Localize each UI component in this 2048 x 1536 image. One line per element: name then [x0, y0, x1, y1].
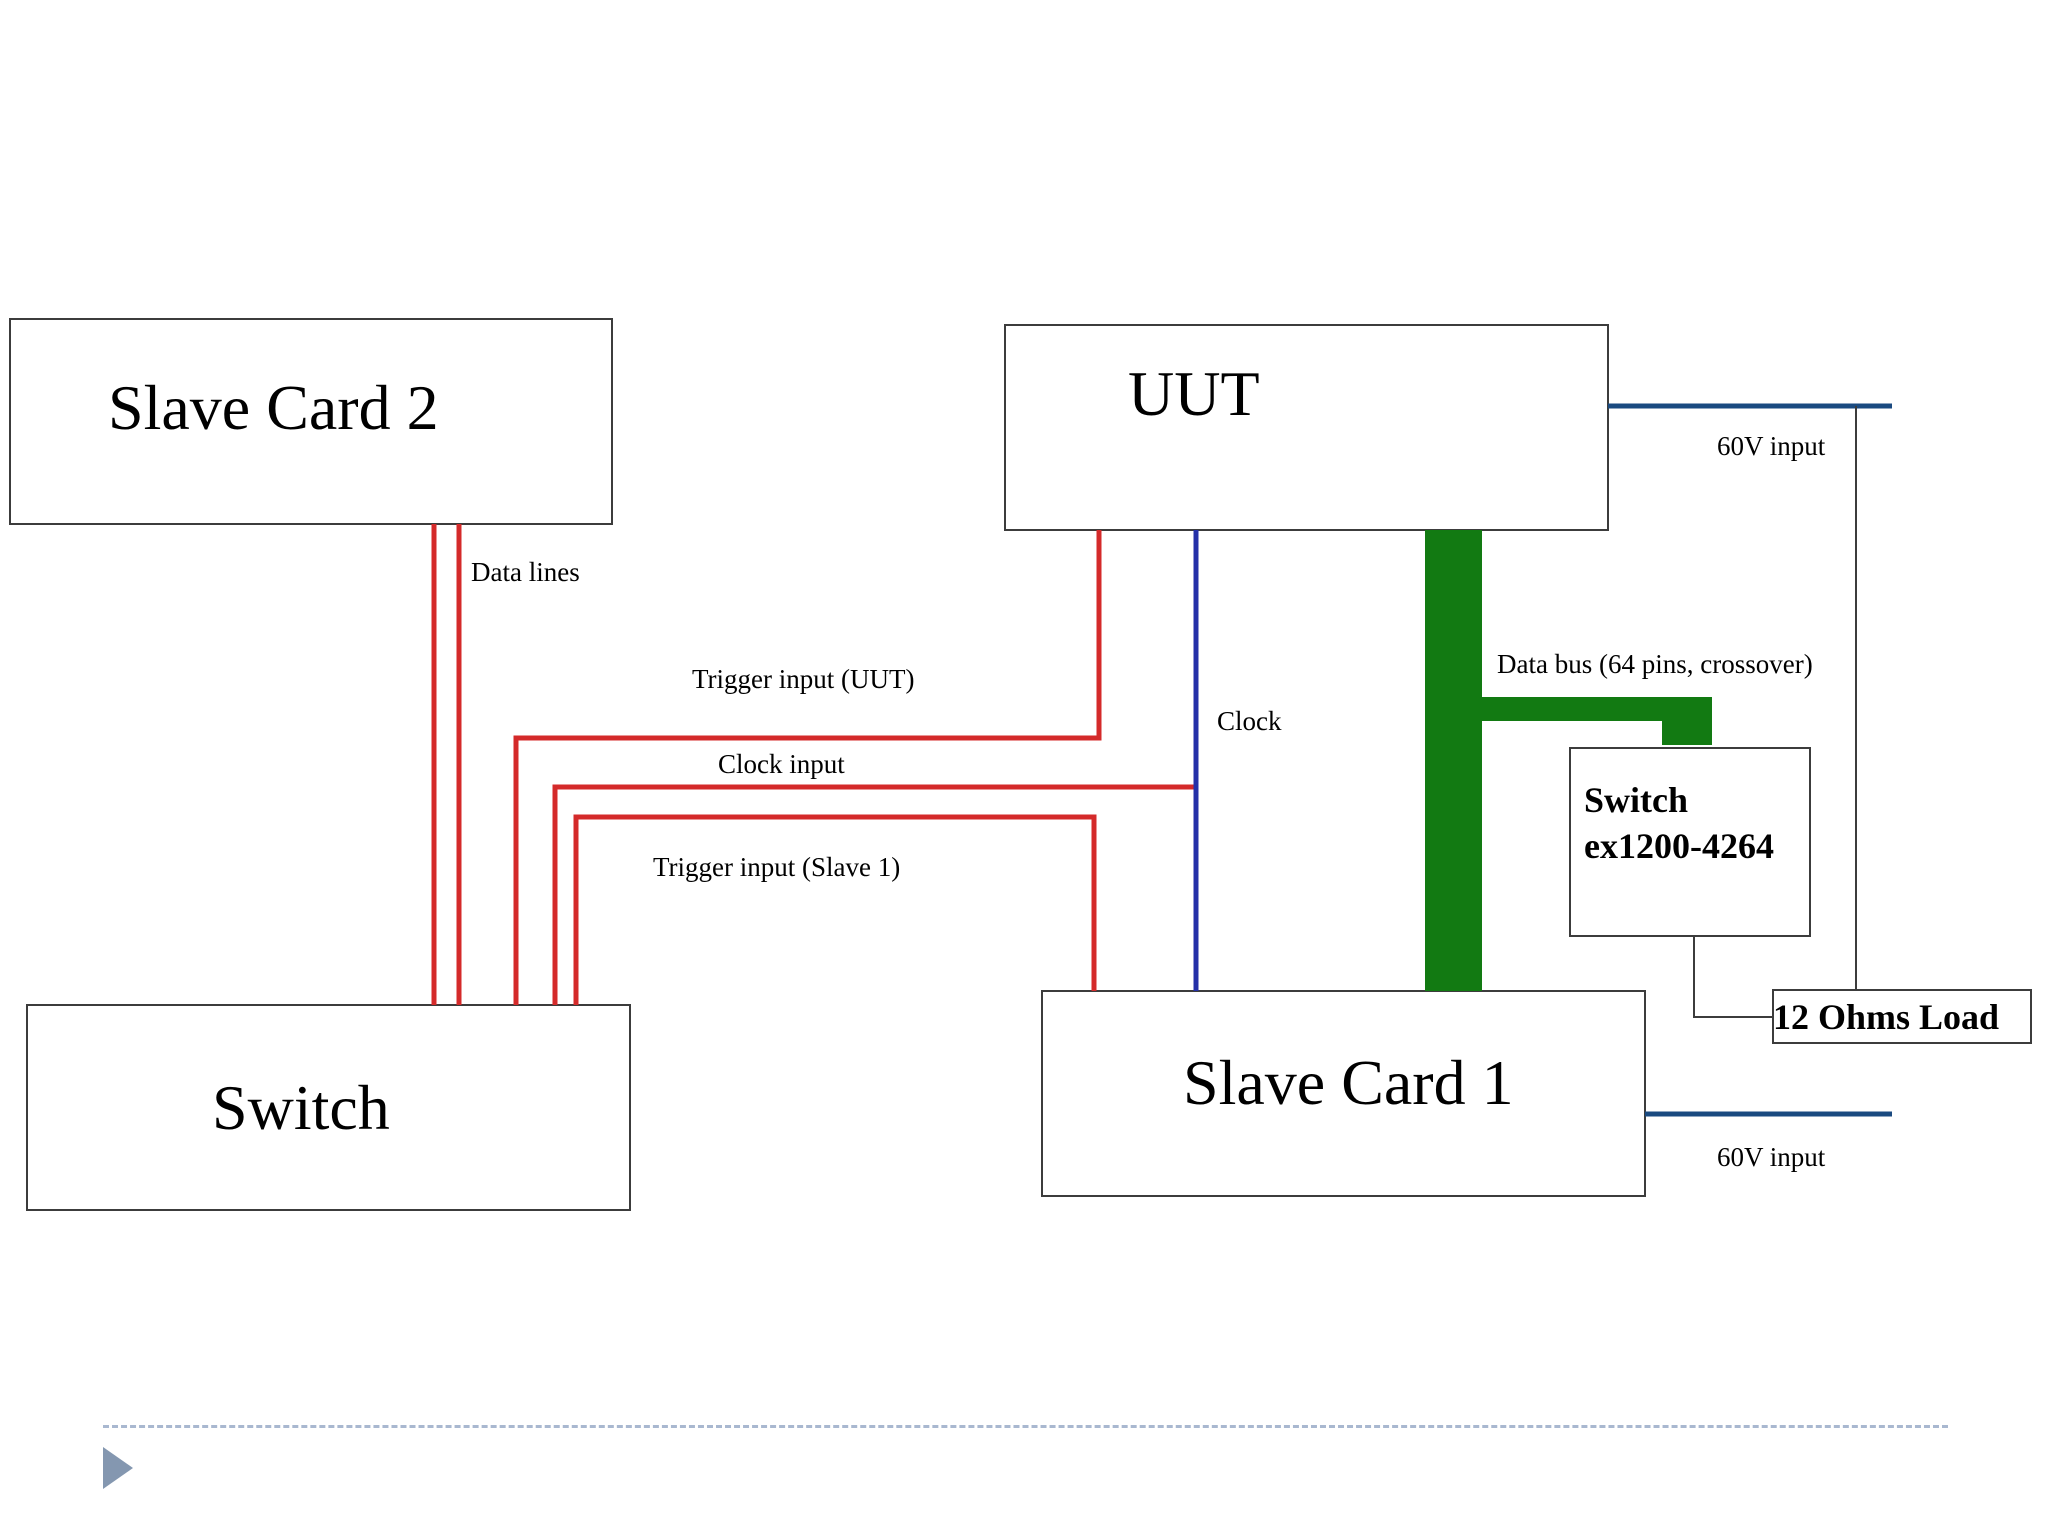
slave-card-2-label: Slave Card 2 — [108, 372, 439, 443]
power-bottom-label: 60V input — [1717, 1142, 1826, 1172]
power-top-label: 60V input — [1717, 431, 1826, 461]
data-lines-label: Data lines — [471, 557, 580, 587]
play-arrow-icon[interactable] — [103, 1447, 133, 1489]
trigger-uut-wire — [513, 530, 1102, 1005]
switch-to-load-wire — [1693, 936, 1773, 1018]
uut-label: UUT — [1128, 358, 1260, 429]
switch-label: Switch — [212, 1072, 390, 1143]
load-box — [1772, 989, 2032, 1044]
uut-box — [1004, 324, 1609, 531]
switch-ex-label-line1: Switch — [1584, 780, 1688, 820]
slave-card-2-box — [9, 318, 613, 525]
data-bus-drop — [1662, 697, 1712, 745]
data-bus-trunk — [1425, 530, 1482, 991]
switch-ex-label-line2: ex1200-4264 — [1584, 826, 1774, 866]
data-bus-label: Data bus (64 pins, crossover) — [1497, 649, 1813, 679]
switch-ex-box — [1569, 747, 1811, 937]
clock-input-wire — [552, 784, 1196, 1005]
trigger-slave1-wire — [573, 814, 1097, 1005]
clock-input-label: Clock input — [718, 749, 845, 779]
clock-label: Clock — [1217, 706, 1282, 736]
load-label: 12 Ohms Load — [1773, 997, 1999, 1037]
trigger-slave1-label: Trigger input (Slave 1) — [653, 852, 900, 882]
slave-card-1-label: Slave Card 1 — [1183, 1047, 1514, 1118]
switch-box — [26, 1004, 631, 1211]
footer-separator — [103, 1425, 1948, 1428]
slave-card-1-box — [1041, 990, 1646, 1197]
trigger-uut-label: Trigger input (UUT) — [692, 664, 915, 694]
